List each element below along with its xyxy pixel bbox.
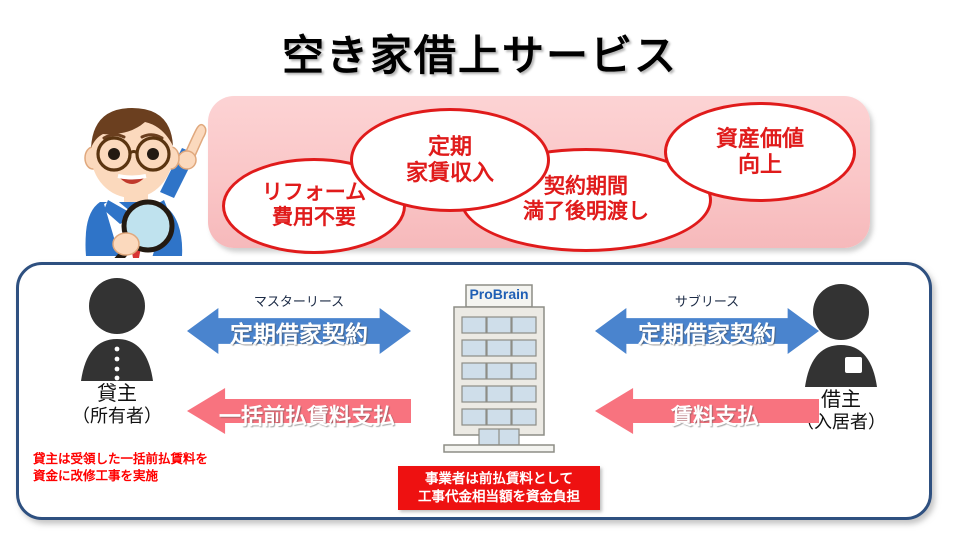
lessor-note: 貸主は受領した一括前払賃料を 資金に改修工事を実施 <box>33 451 208 485</box>
benefit-line: 契約期間 <box>544 175 628 199</box>
benefit-bubble-asset-value: 資産価値 向上 <box>664 102 856 202</box>
businessman-with-magnifier-icon <box>56 96 216 264</box>
office-building-icon: ProBrain <box>434 283 564 453</box>
benefit-bubble-reform: リフォーム 費用不要 <box>222 158 406 254</box>
flow-diagram-panel: 貸主 （所有者） 貸主は受領した一括前払賃料を 資金に改修工事を実施 借主 （入… <box>16 262 932 520</box>
arrow-prepaid-rent-label: 一括前払賃料支払 <box>218 404 395 429</box>
party-lessee-name: 借主 <box>821 389 861 411</box>
building-sign-label: ProBrain <box>469 286 529 302</box>
arrow-rent-payment-label: 賃料支払 <box>670 404 759 429</box>
person-lessor-icon <box>70 277 164 381</box>
party-lessor: 貸主 （所有者） <box>57 277 177 427</box>
arrow-master-lease: マスターリース 定期借家契約 <box>187 291 411 357</box>
benefit-line: 家賃収入 <box>405 160 494 185</box>
party-lessee: 借主 （入居者） <box>781 283 901 433</box>
benefit-line: 資産価値 <box>715 126 804 152</box>
lessor-note-line: 貸主は受領した一括前払賃料を <box>33 452 209 466</box>
lessor-note-line: 資金に改修工事を実施 <box>33 468 159 483</box>
arrow-sub-lease-caption: サブリース <box>674 294 740 309</box>
provider-note: 事業者は前払賃料として 工事代金相当額を資金負担 <box>398 466 600 510</box>
benefit-line: リフォーム <box>261 181 367 205</box>
arrow-master-lease-label: 定期借家契約 <box>230 321 368 347</box>
benefit-line: 定期 <box>427 134 472 160</box>
arrow-rent-payment: 賃料支払 <box>595 388 819 434</box>
benefit-line: 費用不要 <box>272 206 356 229</box>
benefit-line: 満了後明渡し <box>523 200 649 223</box>
benefits-banner: リフォーム 費用不要 契約期間 満了後明渡し 定期 家賃収入 資産価値 向上 <box>208 96 870 254</box>
person-lessee-icon <box>794 283 888 387</box>
party-lessor-name: 貸主 <box>97 383 137 405</box>
benefit-line: 向上 <box>737 152 782 177</box>
party-lessor-sub: （所有者） <box>72 406 162 426</box>
arrow-prepaid-rent: 一括前払賃料支払 <box>187 388 411 434</box>
provider-note-line: 工事代金相当額を資金負担 <box>418 489 580 504</box>
page-title: 空き家借上サービス <box>281 32 678 79</box>
arrow-sub-lease-label: 定期借家契約 <box>638 321 776 347</box>
provider-note-line: 事業者は前払賃料として <box>424 470 574 486</box>
benefit-bubble-rent-income: 定期 家賃収入 <box>350 108 550 212</box>
arrow-master-lease-caption: マスターリース <box>253 294 345 309</box>
arrow-sub-lease: サブリース 定期借家契約 <box>595 291 819 357</box>
